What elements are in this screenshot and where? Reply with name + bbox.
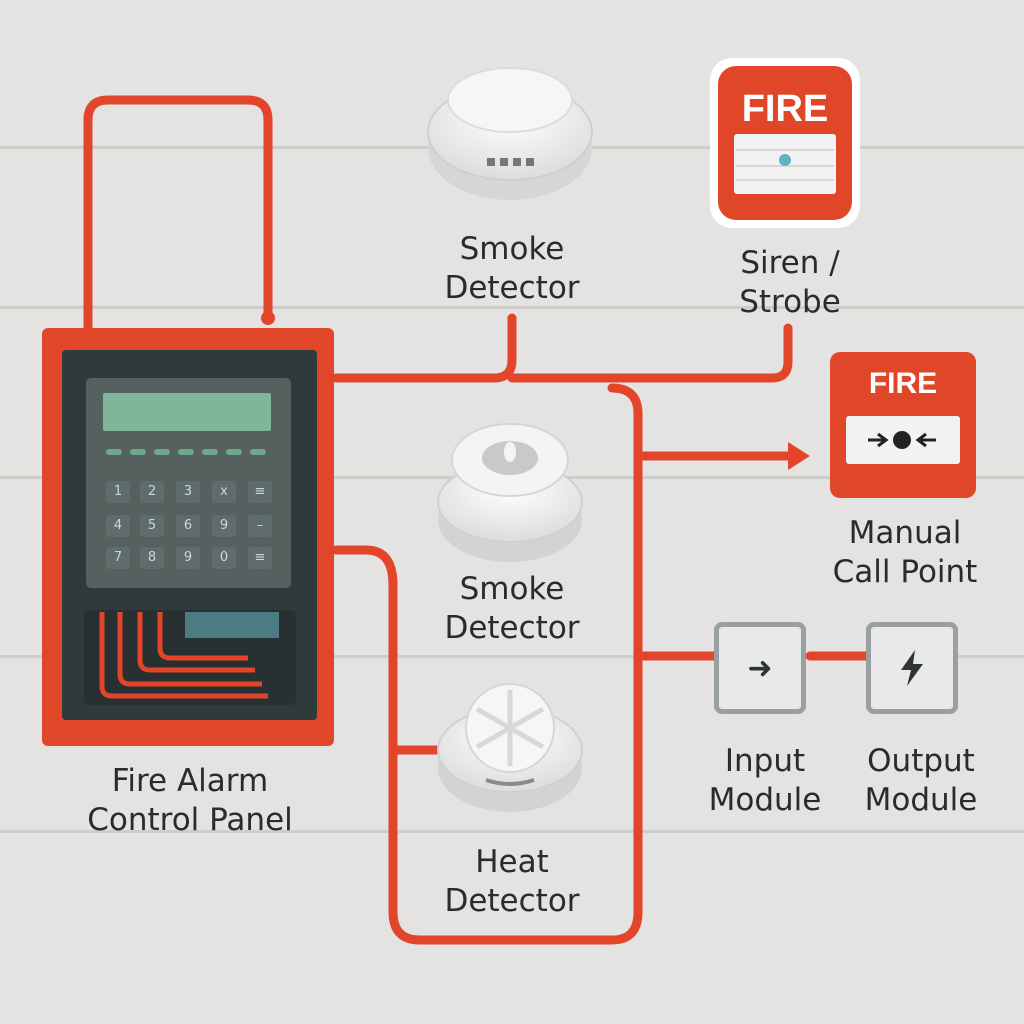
- keypad-key: ≡: [248, 481, 272, 503]
- status-led: [130, 449, 146, 455]
- keypad-key: 3: [176, 481, 200, 503]
- siren-strobe-icon: [710, 58, 860, 228]
- terminal-block: [185, 612, 279, 638]
- arrow-head-icon: [788, 442, 810, 470]
- arrow-right-icon: ➜: [747, 650, 773, 686]
- input-module: ➜: [714, 622, 806, 714]
- background-stripe: [0, 830, 1024, 833]
- heat-detector-label: Heat Detector: [444, 844, 580, 919]
- wire-siren: [507, 323, 793, 383]
- output-module: [866, 622, 958, 714]
- status-led: [202, 449, 218, 455]
- status-led: [250, 449, 266, 455]
- background-stripe: [0, 655, 1024, 658]
- wire-panel-top-loop: [83, 95, 273, 335]
- lightning-icon: [871, 627, 953, 709]
- status-led: [226, 449, 242, 455]
- keypad-key: 7: [106, 547, 130, 569]
- siren-strobe-label: Siren / Strobe: [739, 245, 841, 320]
- output-module-label: Output Module: [864, 743, 978, 818]
- keypad-key: 6: [176, 515, 200, 537]
- keypad-key: 0: [212, 547, 236, 569]
- keypad-key: 9: [176, 547, 200, 569]
- smoke-detector-mid-icon: [437, 423, 583, 562]
- background-stripe: [0, 306, 1024, 309]
- keypad-key: x: [212, 481, 236, 503]
- control-panel-label: Fire Alarm Control Panel: [87, 763, 293, 838]
- status-led: [106, 449, 122, 455]
- call-point-fire-badge: FIRE: [868, 367, 938, 400]
- keypad-key: 4: [106, 515, 130, 537]
- keypad-key: 2: [140, 481, 164, 503]
- input-module-label: Input Module: [708, 743, 822, 818]
- smoke-detector-top-label: Smoke Detector: [444, 231, 580, 306]
- status-led: [154, 449, 170, 455]
- keypad-key: ≡: [248, 547, 272, 569]
- keypad-key: 8: [140, 547, 164, 569]
- smoke-detector-top-icon: [427, 67, 593, 200]
- manual-call-point-icon: [830, 352, 976, 498]
- heat-detector-icon: [437, 683, 583, 812]
- keypad-key: 9: [212, 515, 236, 537]
- keypad-key: –: [248, 515, 272, 537]
- status-led: [178, 449, 194, 455]
- wire-bus-right: [331, 383, 643, 945]
- manual-call-point-label: Manual Call Point: [832, 515, 978, 590]
- wire-smoke-top: [331, 313, 517, 383]
- lcd-screen: [103, 393, 271, 431]
- keypad-key: 1: [106, 481, 130, 503]
- smoke-detector-mid-label: Smoke Detector: [444, 571, 580, 646]
- keypad-key: 5: [140, 515, 164, 537]
- siren-fire-badge: FIRE: [741, 88, 829, 130]
